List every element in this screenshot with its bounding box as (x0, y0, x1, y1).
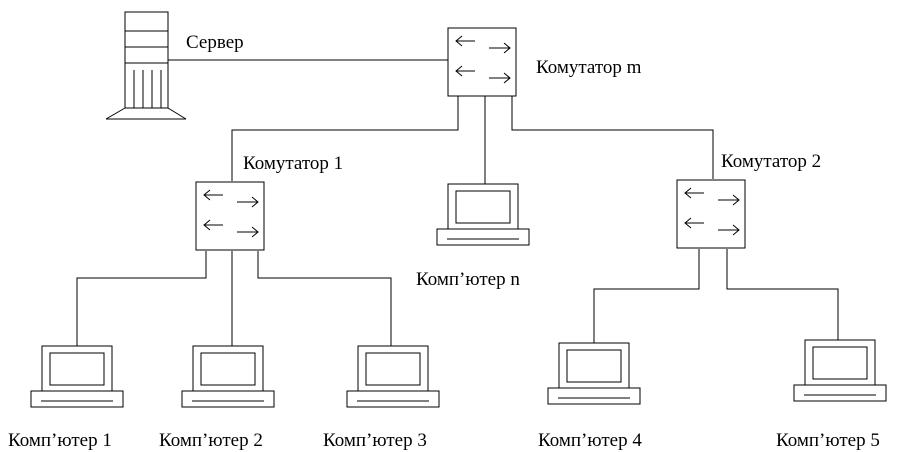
server-icon (105, 11, 187, 120)
switch-m-icon (447, 27, 517, 97)
computer-5-icon (793, 339, 887, 402)
computer-n-label: Комп’ютер n (416, 269, 520, 290)
computer-1-label: Комп’ютер 1 (8, 430, 112, 451)
switch-2-icon (676, 179, 746, 249)
computer-3-label: Комп’ютер 3 (323, 430, 427, 451)
link-switch-m-switch-2 (511, 96, 714, 179)
connection-lines (76, 59, 839, 346)
computer-2-label: Комп’ютер 2 (159, 430, 263, 451)
switch-1-icon (195, 181, 265, 251)
computer-5-label: Комп’ютер 5 (776, 430, 880, 451)
computer-3-icon (346, 345, 440, 408)
link-switch-1-computer-1 (76, 251, 207, 346)
computer-n-icon (436, 183, 530, 246)
computer-2-icon (181, 345, 275, 408)
computer-4-label: Комп’ютер 4 (538, 430, 642, 451)
computer-4-icon (547, 342, 641, 405)
link-switch-1-computer-3 (257, 251, 392, 346)
switch-m-label: Комутатор m (536, 57, 642, 78)
link-switch-2-computer-4 (593, 249, 700, 343)
link-switch-m-switch-1 (231, 96, 459, 181)
switch-1-label: Комутатор 1 (243, 153, 343, 174)
link-switch-2-computer-5 (726, 249, 839, 340)
switch-2-label: Комутатор 2 (721, 151, 821, 172)
computer-1-icon (30, 345, 124, 408)
server-label: Сервер (186, 32, 244, 53)
